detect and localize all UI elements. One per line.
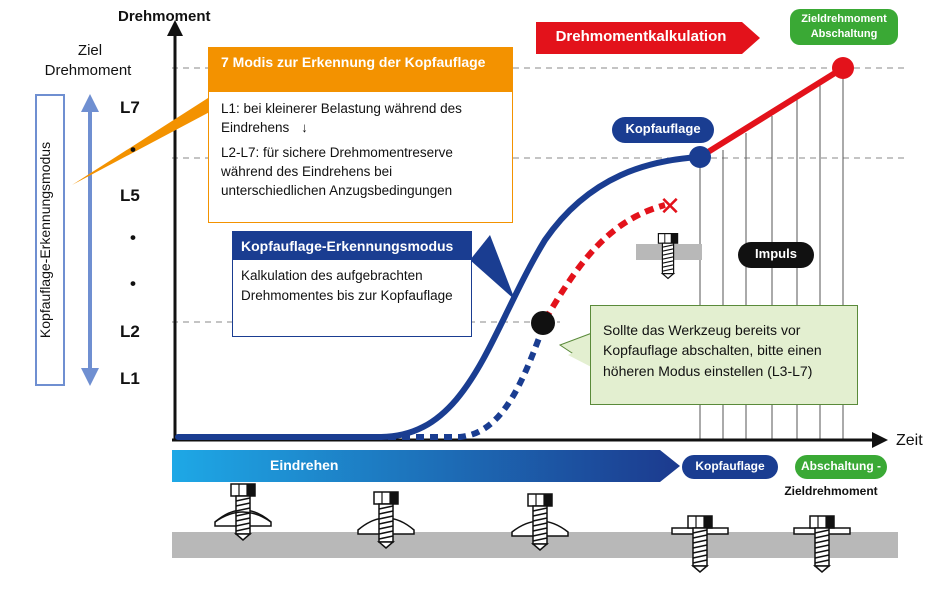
mode-axis-label: Kopfauflage-Erkennungsmodus xyxy=(37,142,53,338)
modes-callout: 7 Modis zur Erkennung der Kopfauflage L1… xyxy=(208,47,513,223)
level-dot-3: • xyxy=(130,274,136,293)
level-l7: L7 xyxy=(120,98,140,117)
bolt-icon xyxy=(511,493,569,551)
early-cutoff-curve-red xyxy=(542,202,666,322)
torque-calc-tag xyxy=(536,22,760,54)
target-torque-label-line2: Drehmoment xyxy=(44,62,132,79)
phase-head-contact xyxy=(682,455,778,479)
torque-calc-line xyxy=(698,65,845,160)
torque-calc-label: Drehmomentkalkulation xyxy=(555,28,727,45)
modes-callout-title: 7 Modis zur Erkennung der Kopfauflage xyxy=(209,48,512,92)
y-axis-label: Drehmoment xyxy=(118,8,211,25)
bolt-icon xyxy=(793,515,851,573)
warning-callout: Sollte das Werkzeug bereits vor Kopfaufl… xyxy=(590,305,858,405)
screwing-in-bar xyxy=(172,450,680,482)
callout-pointer-orange xyxy=(72,98,236,185)
bolt-icon xyxy=(357,491,415,549)
level-dot-2: • xyxy=(130,228,136,247)
target-torque-label-line1: Ziel xyxy=(77,42,103,59)
detection-callout-text: Kalkulation des aufgebrachten Drehmoment… xyxy=(241,268,453,303)
arrow-up-icon xyxy=(81,94,99,112)
level-dot-1: • xyxy=(130,140,136,159)
head-contact-point xyxy=(689,146,711,168)
phase-screwing-in-label: Eindrehen xyxy=(270,457,339,473)
impulse-tag xyxy=(738,242,814,268)
arrow-down-icon xyxy=(81,368,99,386)
early-cutoff-curve-blue xyxy=(360,328,545,440)
target-cutoff-line1: Zieldrehmoment xyxy=(801,13,887,25)
level-l5: L5 xyxy=(120,186,140,205)
target-cutoff-label: Zieldrehmoment Abschaltung xyxy=(790,12,898,42)
phase-cutoff-sub-label: Zieldrehmoment xyxy=(784,484,878,498)
target-torque-point xyxy=(832,57,854,79)
modes-callout-line2: L2-L7: für sichere Drehmomentreserve wäh… xyxy=(221,144,453,198)
early-cutoff-point xyxy=(531,311,555,335)
x-axis-label: Zeit xyxy=(896,432,923,449)
bolt-icon xyxy=(214,483,272,541)
level-l2: L2 xyxy=(120,322,140,341)
detection-callout-title: Kopfauflage-Erkennungsmodus xyxy=(233,232,471,260)
bolt-icon xyxy=(671,515,729,573)
target-cutoff-tag xyxy=(790,9,898,45)
callout-pointer-blue xyxy=(470,235,515,300)
level-l1: L1 xyxy=(120,369,140,388)
phase-cutoff-label: Abschaltung - xyxy=(801,459,881,473)
phase-head-contact-label: Kopfauflage xyxy=(695,459,765,473)
head-contact-tag xyxy=(612,117,714,143)
arrow-down-icon: ↓ xyxy=(301,119,308,135)
head-contact-label: Kopfauflage xyxy=(625,121,701,136)
impulse-label: Impuls xyxy=(755,246,797,261)
arrow-up-icon xyxy=(167,20,183,36)
error-icon: ✕ xyxy=(659,192,681,222)
detection-callout: Kopfauflage-Erkennungsmodus Kalkulation … xyxy=(232,231,472,337)
arrow-right-icon xyxy=(872,432,888,448)
head-contact-curve xyxy=(175,154,703,440)
mode-axis-frame xyxy=(35,94,65,386)
modes-callout-line1: L1: bei kleinerer Belastung während des … xyxy=(221,101,462,135)
target-cutoff-line2: Abschaltung xyxy=(810,27,878,40)
phase-cutoff xyxy=(795,455,887,479)
